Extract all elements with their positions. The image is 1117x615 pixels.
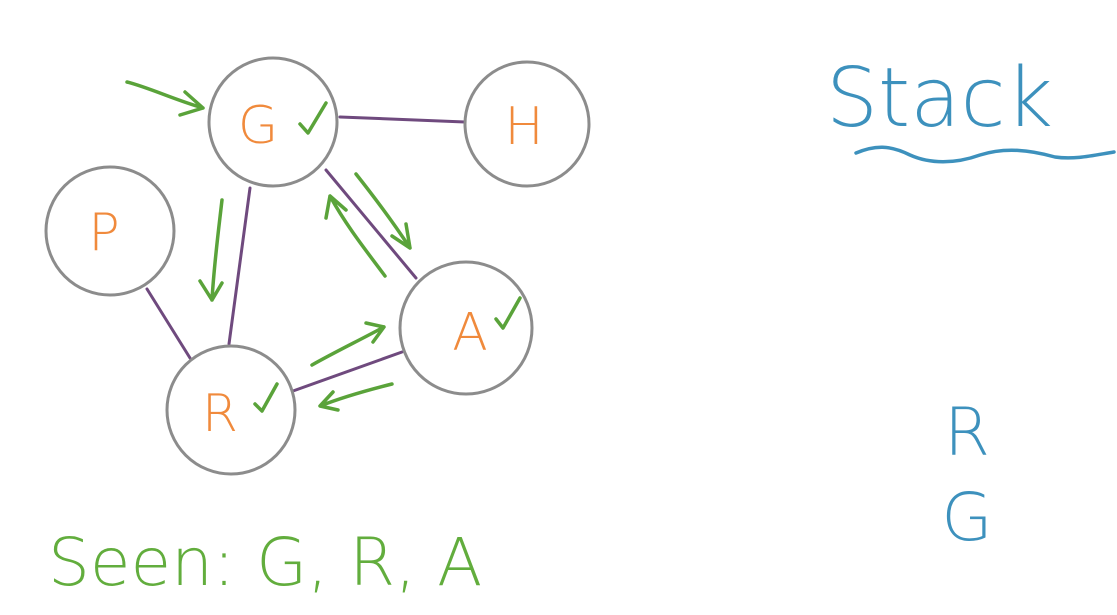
node-label: G	[238, 96, 278, 156]
checkmark-icon	[253, 382, 279, 413]
underline-squiggle-icon	[854, 145, 1116, 164]
stack-item: R	[944, 394, 990, 471]
entry-arrow-icon	[125, 80, 205, 117]
node-label: P	[88, 203, 119, 263]
edge-r-a	[291, 350, 404, 393]
stack-item: G	[941, 479, 992, 556]
graph-edges	[145, 115, 467, 393]
arrow-r-to-a-icon	[310, 321, 386, 367]
stack-title: Stack	[826, 51, 1053, 146]
traversal-arrows	[125, 80, 412, 412]
graph-node-p: P	[44, 165, 176, 297]
edge-g-h	[338, 115, 467, 124]
arrow-g-to-r-icon	[198, 198, 224, 302]
graph-node-h: H	[463, 60, 591, 188]
node-label: R	[202, 384, 238, 444]
arrow-a-to-g-icon	[324, 194, 387, 278]
node-circle	[463, 60, 591, 188]
arrow-g-to-a-icon	[354, 172, 412, 250]
checkmark-icon	[494, 296, 522, 330]
node-label: H	[504, 97, 543, 157]
node-label: A	[452, 303, 488, 363]
stack-items: R G	[941, 394, 992, 556]
graph-node-r: R	[165, 344, 297, 476]
node-circle	[44, 165, 176, 297]
node-circle	[165, 344, 297, 476]
checkmark-icon	[298, 101, 328, 135]
node-circle	[398, 260, 534, 396]
edge-p-r	[145, 287, 192, 360]
edge-g-r	[227, 186, 252, 346]
node-circle	[207, 56, 339, 188]
edge-g-a	[324, 168, 418, 280]
arrow-a-to-r-icon	[318, 382, 394, 412]
graph-node-a: A	[398, 260, 534, 396]
graph-node-g: G	[207, 56, 339, 188]
seen-list: Seen: G, R, A	[48, 524, 482, 601]
